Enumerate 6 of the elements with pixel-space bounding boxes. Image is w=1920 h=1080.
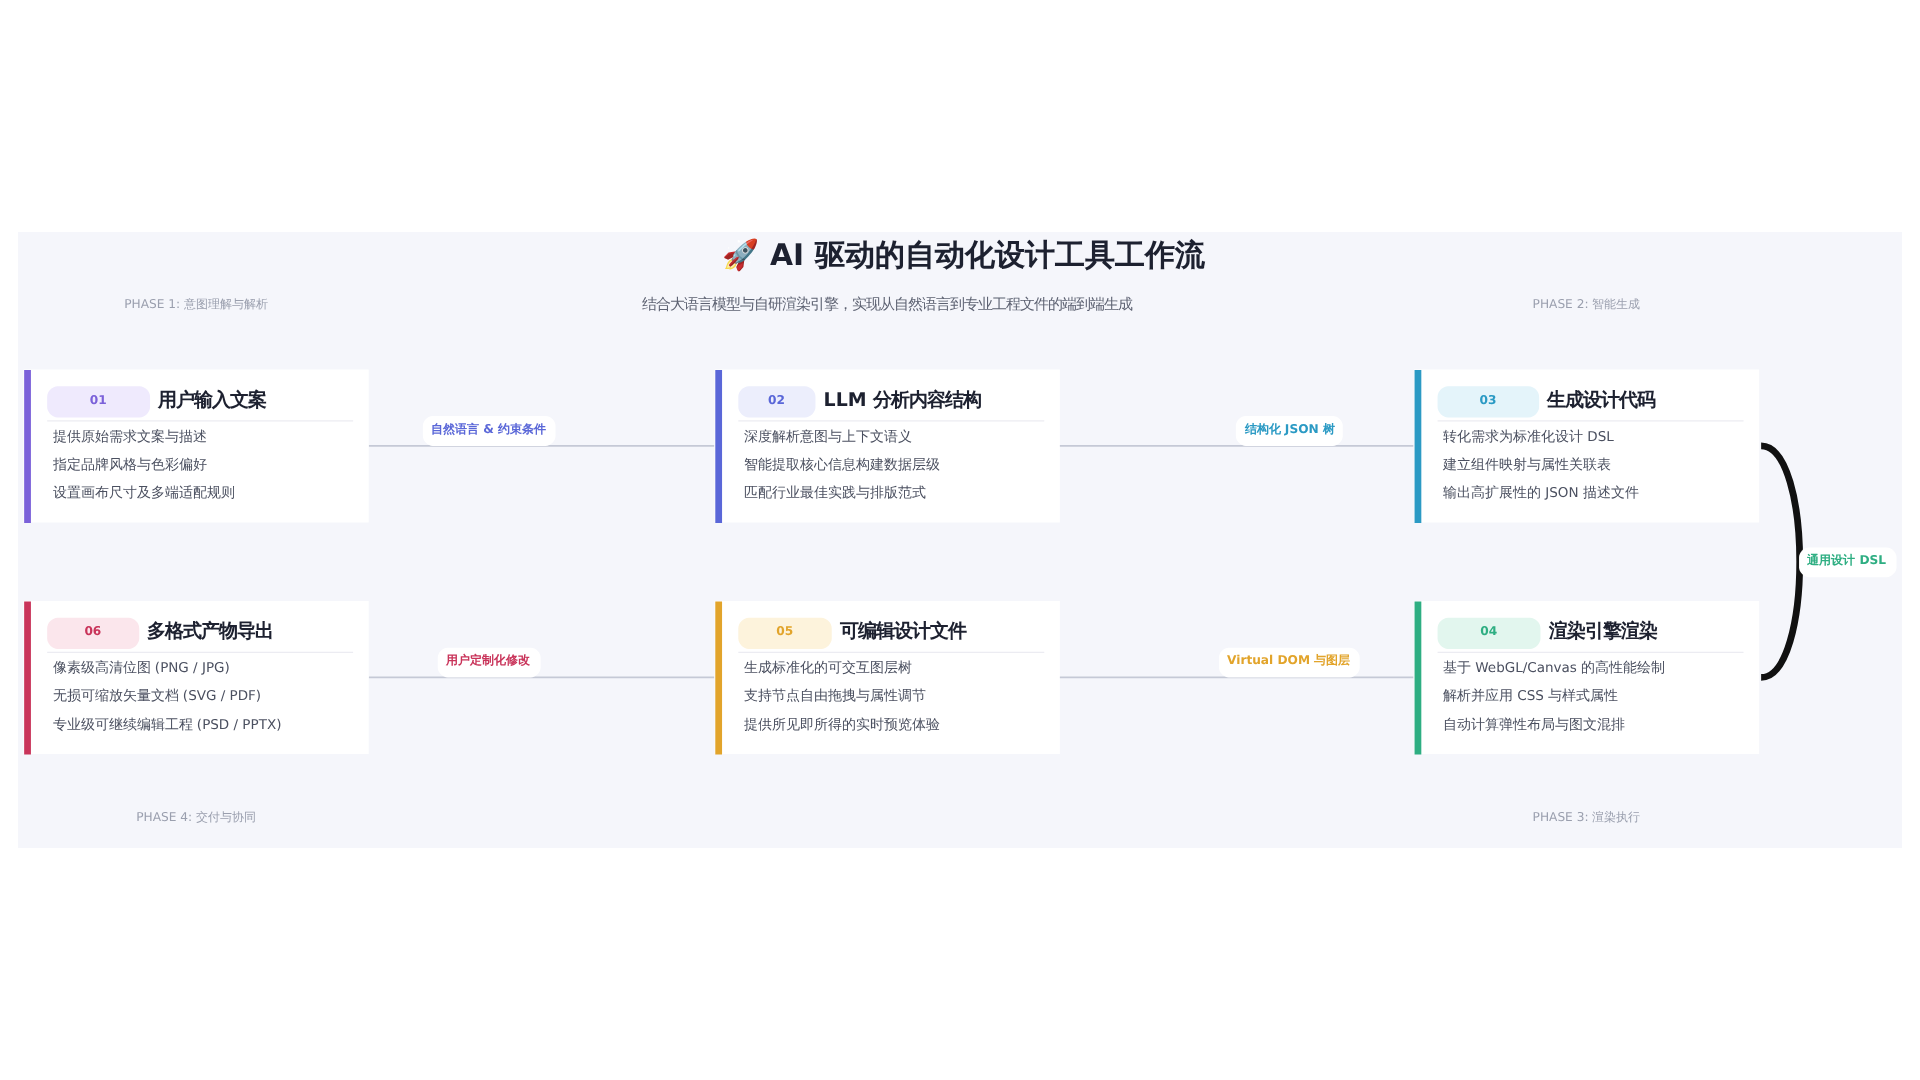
connector	[1058, 676, 1415, 679]
connector	[368, 676, 716, 679]
diagram-title: 🚀 AI 驱动的自动化设计工具工作流	[721, 237, 1205, 274]
connector	[1759, 442, 1804, 681]
connector	[1058, 444, 1415, 447]
connector	[368, 444, 716, 447]
